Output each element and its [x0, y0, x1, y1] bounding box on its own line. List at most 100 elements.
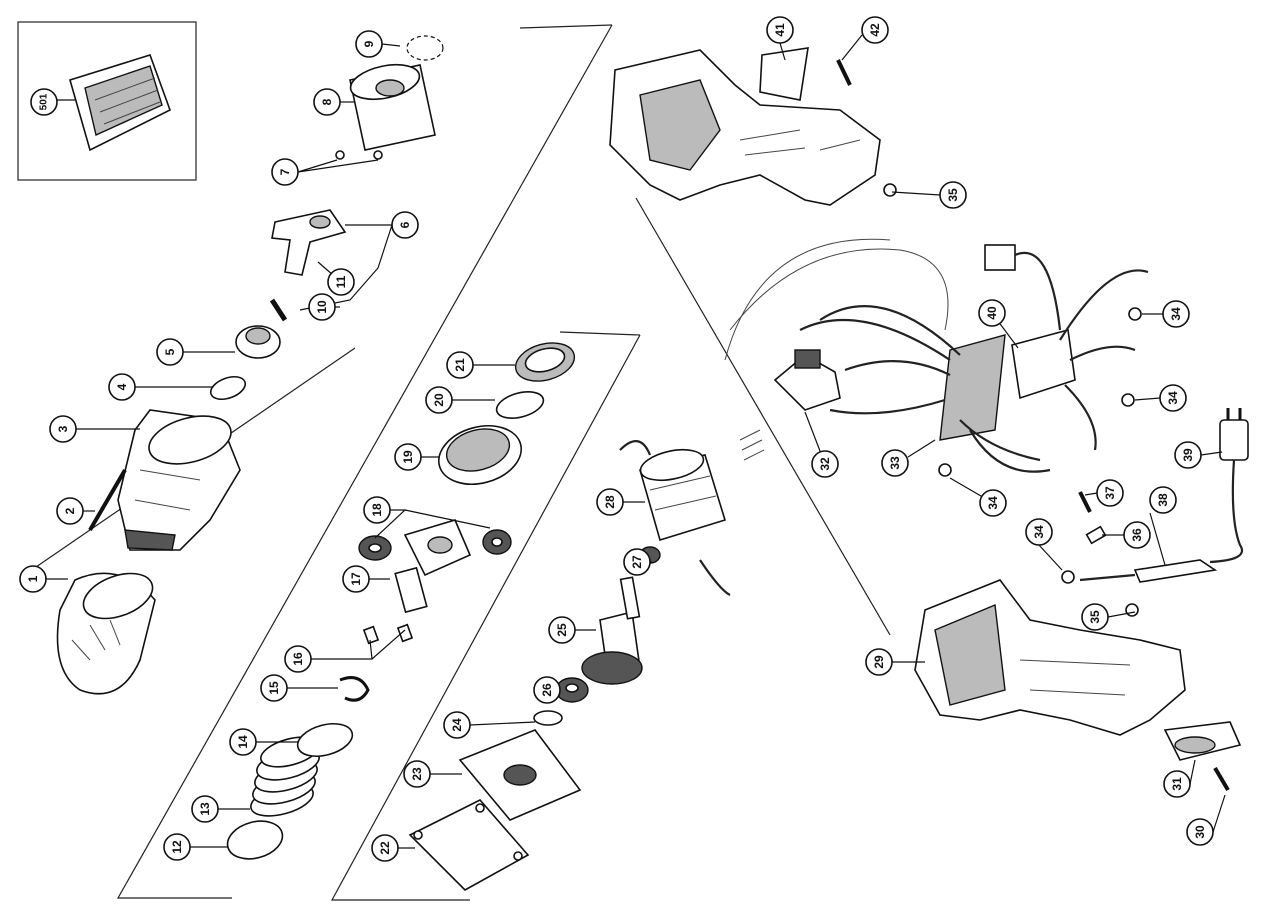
svg-text:501: 501	[39, 93, 50, 110]
callout-25: 25	[548, 616, 576, 644]
switch-part	[773, 349, 841, 411]
spindle-part	[394, 519, 472, 614]
svg-text:2: 2	[63, 507, 77, 514]
svg-text:6: 6	[398, 221, 412, 228]
callout-1: 1	[19, 565, 47, 593]
bracket-gear-group-left	[116, 24, 613, 899]
callout-34-lower-right: 34	[1025, 518, 1053, 546]
svg-text:1: 1	[26, 575, 40, 582]
svg-text:39: 39	[1181, 448, 1195, 462]
screw-37-part	[1078, 491, 1092, 513]
hammer-part	[349, 63, 436, 151]
svg-text:40: 40	[985, 306, 999, 320]
callout-27: 27	[623, 548, 651, 576]
svg-text:26: 26	[540, 683, 554, 697]
control-module-part	[984, 244, 1149, 451]
svg-text:20: 20	[432, 393, 446, 407]
gear-housing-part	[117, 409, 241, 551]
pin-16b-part	[396, 623, 414, 643]
callout-42: 42	[861, 16, 889, 44]
ball-7b-part	[373, 150, 383, 160]
callout-26: 26	[533, 676, 561, 704]
connector-34a-part	[1128, 307, 1142, 321]
callout-labels: 501 1 2 3 4 5 6 7 8 9 10 11 12 13 14 15 …	[19, 16, 1214, 862]
ring-9-part	[406, 35, 444, 61]
planet-gear-a-part	[358, 535, 392, 561]
callout-21: 21	[446, 351, 474, 379]
callout-6: 6	[391, 211, 419, 239]
part-illustrations	[56, 35, 1249, 891]
connector-34d-part	[1061, 570, 1075, 584]
callout-35-bottom: 35	[1081, 603, 1109, 631]
ring-20-part	[495, 391, 545, 419]
callout-14: 14	[229, 728, 257, 756]
callout-19: 19	[394, 443, 422, 471]
callout-35-top: 35	[939, 181, 967, 209]
screw-42-part	[836, 59, 852, 86]
callout-11: 11	[327, 268, 355, 296]
svg-text:9: 9	[362, 40, 376, 47]
housing-half-bottom-part	[914, 579, 1186, 736]
bracket-motor-group-top	[559, 331, 641, 336]
rear-cover-part	[1163, 721, 1242, 761]
callout-37: 37	[1096, 479, 1124, 507]
svg-text:24: 24	[450, 718, 464, 732]
callout-38: 38	[1149, 486, 1177, 514]
svg-text:3: 3	[56, 425, 70, 432]
svg-text:42: 42	[868, 23, 882, 37]
bracket-motor-group-left	[330, 334, 641, 901]
svg-text:34: 34	[1166, 391, 1180, 405]
svg-text:12: 12	[170, 840, 184, 854]
svg-text:34: 34	[1169, 307, 1183, 321]
svg-text:15: 15	[267, 681, 281, 695]
svg-text:34: 34	[1032, 525, 1046, 539]
connector-34c-part	[938, 463, 952, 477]
svg-text:4: 4	[115, 383, 129, 390]
callout-36: 36	[1123, 521, 1151, 549]
bearing-26-part	[555, 677, 589, 703]
callout-501: 501	[30, 88, 58, 116]
svg-text:27: 27	[630, 555, 644, 569]
callout-13: 13	[191, 795, 219, 823]
power-plug-part	[1079, 408, 1249, 582]
callout-16: 16	[284, 645, 312, 673]
svg-text:34: 34	[986, 496, 1000, 510]
callout-32: 32	[811, 450, 839, 478]
callout-31: 31	[1163, 770, 1191, 798]
svg-text:10: 10	[315, 300, 329, 314]
svg-text:13: 13	[198, 802, 212, 816]
svg-text:32: 32	[818, 457, 832, 471]
rotor-part	[581, 576, 643, 685]
gasket-part	[408, 799, 530, 891]
callout-20: 20	[425, 386, 453, 414]
svg-text:16: 16	[291, 652, 305, 666]
carry-case-part	[69, 54, 171, 152]
housing-half-top-part	[609, 49, 897, 206]
callout-29: 29	[865, 648, 893, 676]
leader-lines	[46, 34, 1226, 849]
callout-7: 7	[271, 158, 299, 186]
callout-40: 40	[978, 299, 1006, 327]
washer-12-part	[226, 820, 284, 860]
inner-cover-part	[458, 729, 582, 821]
bearing-5-part	[235, 325, 281, 359]
ring-gear-part	[437, 425, 523, 485]
ball-7a-part	[335, 150, 345, 160]
svg-text:33: 33	[888, 456, 902, 470]
callout-22: 22	[371, 834, 399, 862]
svg-text:36: 36	[1130, 528, 1144, 542]
callout-17: 17	[342, 565, 370, 593]
svg-text:37: 37	[1103, 486, 1117, 500]
svg-text:30: 30	[1193, 825, 1207, 839]
callout-18: 18	[363, 496, 391, 524]
callout-12: 12	[163, 833, 191, 861]
ring-4-part	[209, 375, 247, 401]
cord-guard-part	[1133, 559, 1218, 583]
svg-text:38: 38	[1156, 493, 1170, 507]
callout-33: 33	[881, 449, 909, 477]
callout-30: 30	[1186, 818, 1214, 846]
inset-box-501	[17, 21, 197, 181]
svg-text:19: 19	[401, 450, 415, 464]
terminal-block-part	[939, 334, 1006, 441]
svg-text:7: 7	[278, 168, 292, 175]
